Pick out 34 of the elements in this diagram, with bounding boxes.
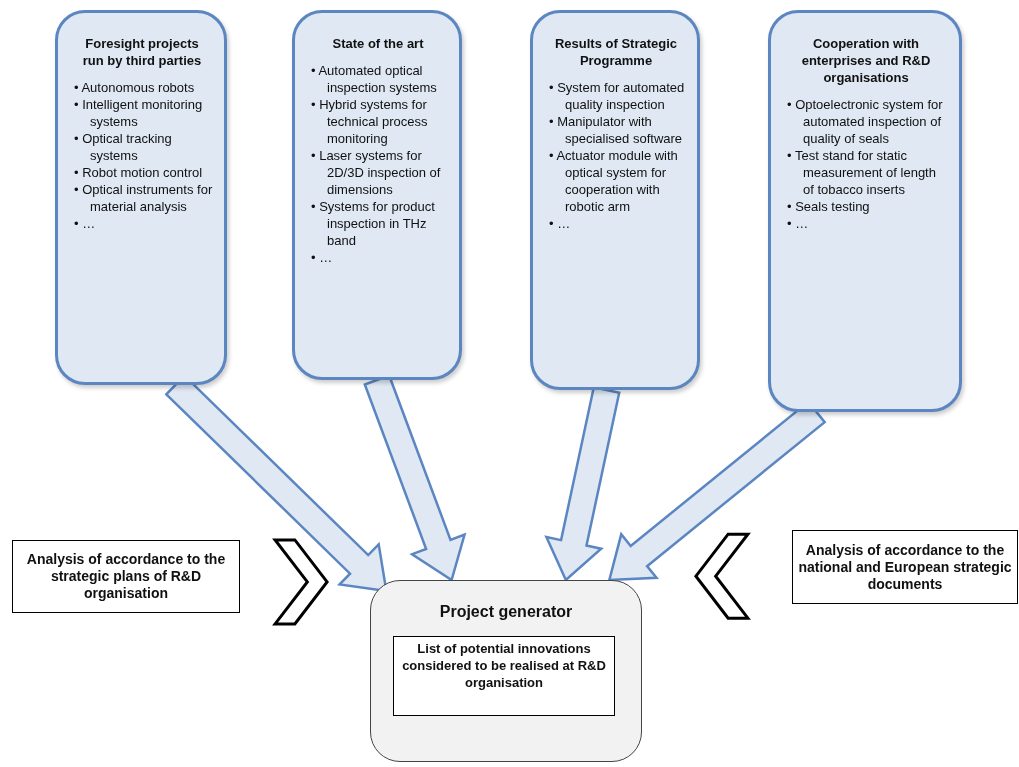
- list-item: • Seals testing: [787, 198, 871, 215]
- list-item: • Intelligent monitoring systems: [74, 96, 204, 130]
- list-item: • System for automated quality inspection: [549, 79, 686, 113]
- list-item: • Automated optical inspection systems: [311, 62, 438, 96]
- list-item: • …: [74, 215, 97, 232]
- rounded-box: [530, 10, 700, 390]
- list-item: • Autonomous robots: [74, 79, 196, 96]
- box-heading: Foresight projects run by third parties: [81, 35, 203, 69]
- list-item: • Hybrid systems for technical process monitoring: [311, 96, 429, 147]
- text-box: Analysis of accordance to the national and European strategic documents: [792, 530, 1018, 604]
- list-item: • …: [787, 215, 810, 232]
- box-heading: Results of Strategic Programme: [553, 35, 679, 69]
- list-item: • …: [549, 215, 572, 232]
- generator-box: [370, 580, 642, 762]
- text-box: List of potential innovations considered to be realised at R&D organisation: [393, 636, 615, 716]
- list-item: • Optoelectronic system for automated inspection of quality of seals: [787, 96, 944, 147]
- chevron-arrow: [272, 538, 329, 626]
- list-item: • Optical tracking systems: [74, 130, 173, 164]
- rounded-box: [292, 10, 462, 380]
- box-heading: State of the art: [331, 35, 425, 52]
- list-item: • Test stand for static measurement of length of tobacco inserts: [787, 147, 937, 198]
- list-item: • Manipulator with specialised software: [549, 113, 684, 147]
- list-item: • …: [311, 249, 334, 266]
- text-box: Analysis of accordance to the strategic plans of R&D organisation: [12, 540, 240, 613]
- rounded-box: [768, 10, 962, 412]
- list-item: • Systems for product inspection in THz band: [311, 198, 436, 249]
- chevron-arrow: [694, 532, 751, 620]
- box-heading: Project generator: [438, 603, 574, 621]
- list-item: • Actuator module with optical system for cooperation with robotic arm: [549, 147, 679, 215]
- rounded-box: [55, 10, 227, 385]
- list-item: • Optical instruments for material analysis: [74, 181, 214, 215]
- list-item: • Robot motion control: [74, 164, 204, 181]
- list-item: • Laser systems for 2D/3D inspection of dimensions: [311, 147, 442, 198]
- box-heading: Cooperation with enterprises and R&D organisations: [800, 35, 932, 86]
